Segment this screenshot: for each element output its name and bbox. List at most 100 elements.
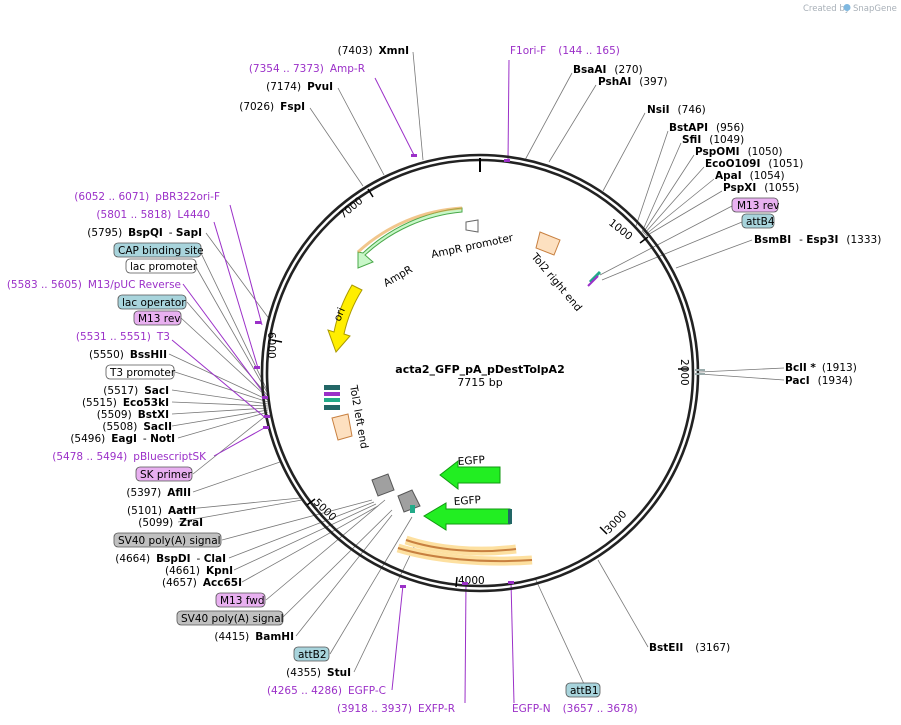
ampr-promoter-arrow[interactable]	[465, 219, 479, 233]
feature-ampr[interactable]: AmpR promoter AmpR	[356, 206, 515, 290]
svg-text:(4415)BamHI: (4415)BamHI	[214, 631, 294, 643]
primer-egfp-n: EGFP-N	[512, 703, 551, 715]
enzyme-pvui: PvuI	[307, 81, 333, 93]
pos-fspi: (7026)	[239, 101, 274, 113]
feature-egfp-1[interactable]: EGFP	[439, 454, 501, 491]
primer-lines	[171, 59, 515, 704]
enzyme-kpni: KpnI	[206, 565, 233, 577]
pos-bsteii: (3167)	[695, 642, 730, 654]
tick-2000: 2000	[678, 359, 690, 386]
enzyme-pshai: PshAI	[598, 76, 631, 88]
pos-bstapi: (956)	[716, 122, 744, 134]
primer-range-egfp-n: (3657 .. 3678)	[563, 703, 638, 715]
enzyme-pspomi: PspOMI	[695, 146, 740, 158]
svg-text:PshAI(397): PshAI (397)	[598, 76, 668, 88]
enzyme-bsaai: BsaAI	[573, 64, 606, 76]
svg-text:(5478 .. 5494)pBluescriptSK: (5478 .. 5494)pBluescriptSK	[52, 451, 207, 463]
pos-ecoo109i: (1051)	[768, 158, 803, 170]
pos-kpni: (4661)	[165, 565, 200, 577]
pos-zrai: (5099)	[138, 517, 173, 529]
box-sk-primer: SK primer	[140, 469, 192, 481]
tol2-left-label: Tol2 left end	[347, 383, 370, 449]
pos-aflii: (5397)	[126, 487, 161, 499]
svg-text:(7026)FspI: (7026)FspI	[239, 101, 305, 113]
enzyme-acc65i: Acc65I	[203, 577, 242, 589]
box-sv40-polya-2: SV40 poly(A) signal	[181, 613, 284, 625]
primer-f1ori-f: F1ori-F	[510, 45, 546, 57]
enzyme-apai: ApaI	[715, 170, 742, 182]
primer-exfp-r: EXFP-R	[418, 703, 455, 715]
svg-text:EcoO109I(1051): EcoO109I (1051)	[705, 158, 803, 170]
tick-6000: 6000	[265, 332, 277, 359]
tol2-right-label: Tol2 right end	[528, 250, 584, 313]
sv40-blocks	[371, 473, 421, 513]
enzyme-bstapi: BstAPI	[669, 122, 708, 134]
box-m13-fwd: M13 fwd	[220, 595, 265, 607]
box-m13rev-right: M13 rev	[737, 200, 780, 212]
svg-text:(4657)Acc65I: (4657)Acc65I	[162, 577, 242, 589]
pos-bstxi: (5509)	[97, 409, 132, 421]
svg-text:BsmBI- Esp3I(1333): BsmBI- Esp3I(1333)	[754, 234, 881, 246]
pos-sacii: (5508)	[102, 421, 137, 433]
enzyme-bsteii: BstEII	[649, 642, 683, 654]
box-lac-operator: lac operator	[122, 297, 186, 309]
svg-text:(4355)StuI: (4355)StuI	[286, 667, 351, 679]
svg-text:(5531 .. 5551)T3: (5531 .. 5551)T3	[76, 331, 170, 343]
egfp1-label: EGFP	[457, 454, 485, 468]
primer-l4440: L4440	[177, 209, 210, 221]
enzyme-paci: PacI	[785, 375, 810, 387]
primer-m13puc: M13/pUC Reverse	[88, 279, 181, 291]
svg-text:BsaAI(270): BsaAI (270)	[573, 64, 643, 76]
backbone-marks	[254, 154, 705, 588]
pos-pshai: (397)	[639, 76, 667, 88]
pos-pspxi: (1055)	[764, 182, 799, 194]
credit-text: Created by	[803, 4, 850, 14]
pos-paci: (1934)	[818, 375, 853, 387]
pos-bsaai: (270)	[614, 64, 642, 76]
primer-egfp-c: EGFP-C	[348, 685, 386, 697]
svg-text:(4661)KpnI: (4661) KpnI	[165, 565, 233, 577]
svg-text:(7403)XmnI: (7403)XmnI	[338, 45, 409, 57]
svg-text:PspOMI(1050): PspOMI(1050)	[695, 146, 782, 158]
pos-bsmbi: (1333)	[846, 234, 881, 246]
pos-nsii: (746)	[678, 104, 706, 116]
primer-range-l4440: (5801 .. 5818)	[96, 209, 171, 221]
svg-text:(5101)AatII: (5101)AatII	[127, 505, 196, 517]
enzyme-noti: NotI	[150, 433, 175, 445]
svg-text:(5397)AflII: (5397)AflII	[126, 487, 191, 499]
leader-lines	[168, 51, 785, 685]
svg-text:(4664)BspDI- ClaI: (4664)BspDI- ClaI	[115, 553, 226, 565]
enzyme-bspqi: BspQI	[128, 227, 163, 239]
svg-text:NsiI(746): NsiI (746)	[647, 104, 706, 116]
feature-tol2-left[interactable]: Tol2 left end	[324, 383, 370, 450]
feature-tol2-right[interactable]: Tol2 right end	[528, 231, 602, 314]
svg-text:(5508)SacII: (5508) SacII	[102, 421, 172, 433]
svg-text:(5099)ZraI: (5099) ZraI	[138, 517, 203, 529]
box-attb4: attB4	[746, 216, 775, 228]
ampr-promoter-label: AmpR promoter	[430, 232, 515, 261]
box-attb2: attB2	[298, 649, 327, 661]
feature-egfp-2[interactable]: EGFP	[423, 494, 512, 531]
enzyme-nsii: NsiI	[647, 104, 670, 116]
svg-text:BclI *(1913): BclI *(1913)	[785, 362, 857, 374]
feature-ori[interactable]: ori	[327, 284, 363, 353]
enzyme-sapi: SapI	[176, 227, 202, 239]
svg-text:PspXI(1055): PspXI(1055)	[723, 182, 799, 194]
enzyme-eco53ki: Eco53kI	[123, 397, 169, 409]
box-t3-promoter: T3 promoter	[109, 367, 176, 379]
primer-pbluescriptsk: pBluescriptSK	[133, 451, 207, 463]
enzyme-sacii: SacII	[143, 421, 172, 433]
snapgene-credit: Created by SnapGene	[803, 4, 897, 14]
svg-text:BstEII(3167): BstEII (3167)	[649, 642, 730, 654]
enzyme-bspdi: BspDI	[156, 553, 190, 565]
box-m13rev-left: M13 rev	[138, 313, 181, 325]
snapgene-logo-icon	[843, 4, 851, 11]
enzyme-zrai: ZraI	[179, 517, 203, 529]
enzyme-ecoo109i: EcoO109I	[705, 158, 760, 170]
enzyme-bsmbi: BsmBI	[754, 234, 791, 246]
pos-bsshii: (5550)	[89, 349, 124, 361]
primer-range-pbr322ori: (6052 .. 6071)	[74, 191, 149, 203]
right-feature-boxes: M13 rev attB4 attB1	[565, 197, 780, 698]
ori-label: ori	[332, 306, 348, 323]
box-lac-promoter: lac promoter	[130, 261, 198, 273]
